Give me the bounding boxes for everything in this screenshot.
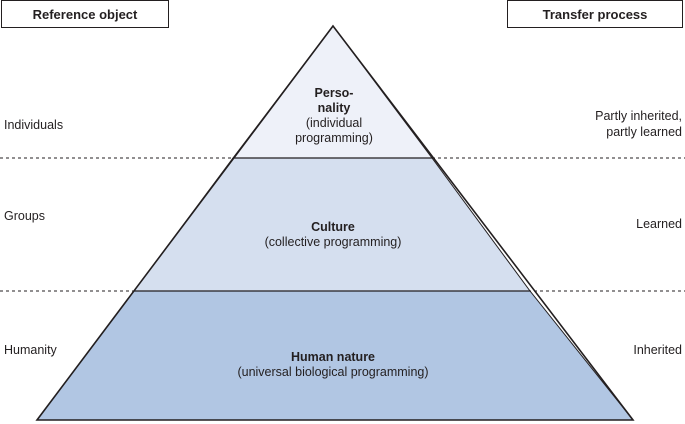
reference-object-header: Reference object: [1, 0, 169, 28]
reference-object-header-text: Reference object: [32, 6, 138, 22]
reference-individuals: Individuals: [4, 118, 64, 132]
reference-groups: Groups: [4, 209, 45, 223]
transfer-learned: Learned: [636, 217, 682, 231]
culture-title: Culture: [311, 220, 355, 234]
reference-humanity: Humanity: [4, 343, 57, 357]
personality-label: Perso- nality (individual programming): [295, 86, 373, 146]
human-nature-sub: (universal biological programming): [237, 365, 429, 379]
transfer-process-header-text: Transfer process: [542, 6, 648, 22]
culture-sub: (collective programming): [264, 235, 402, 249]
transfer-partly-inherited-line1: Partly inherited,: [595, 109, 682, 123]
transfer-process-header: Transfer process: [507, 0, 683, 28]
transfer-partly-inherited-line2: partly learned: [606, 125, 682, 139]
culture-label: Culture (collective programming): [265, 220, 402, 250]
personality-sub-line2: programming): [295, 131, 373, 145]
transfer-inherited: Inherited: [633, 343, 682, 357]
transfer-partly-inherited: Partly inherited, partly learned: [595, 108, 682, 140]
human-nature-label: Human nature (universal biological progr…: [237, 350, 428, 380]
personality-title-line2: nality: [317, 101, 351, 115]
human-nature-title: Human nature: [290, 350, 376, 364]
personality-title-line1: Perso-: [314, 86, 354, 100]
personality-sub-line1: (individual: [305, 116, 363, 130]
pyramid-outline: [35, 24, 635, 421]
